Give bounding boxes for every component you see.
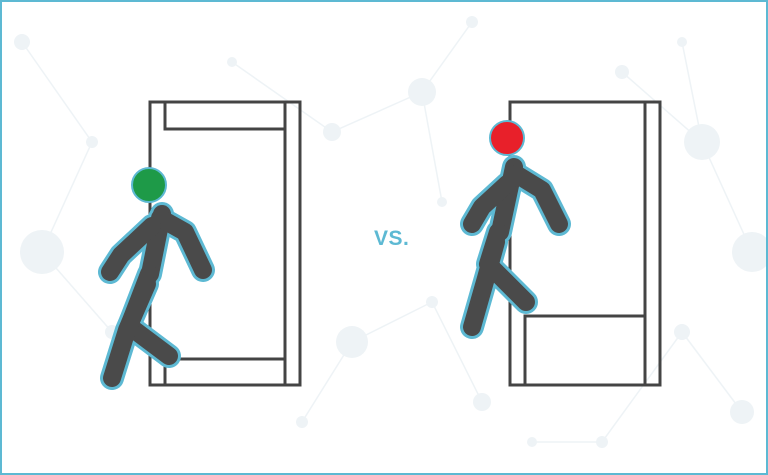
door-icon: [510, 102, 660, 385]
walking-person-icon: [472, 121, 559, 327]
vs-separator: VS.: [374, 228, 409, 249]
person-head: [490, 121, 524, 155]
